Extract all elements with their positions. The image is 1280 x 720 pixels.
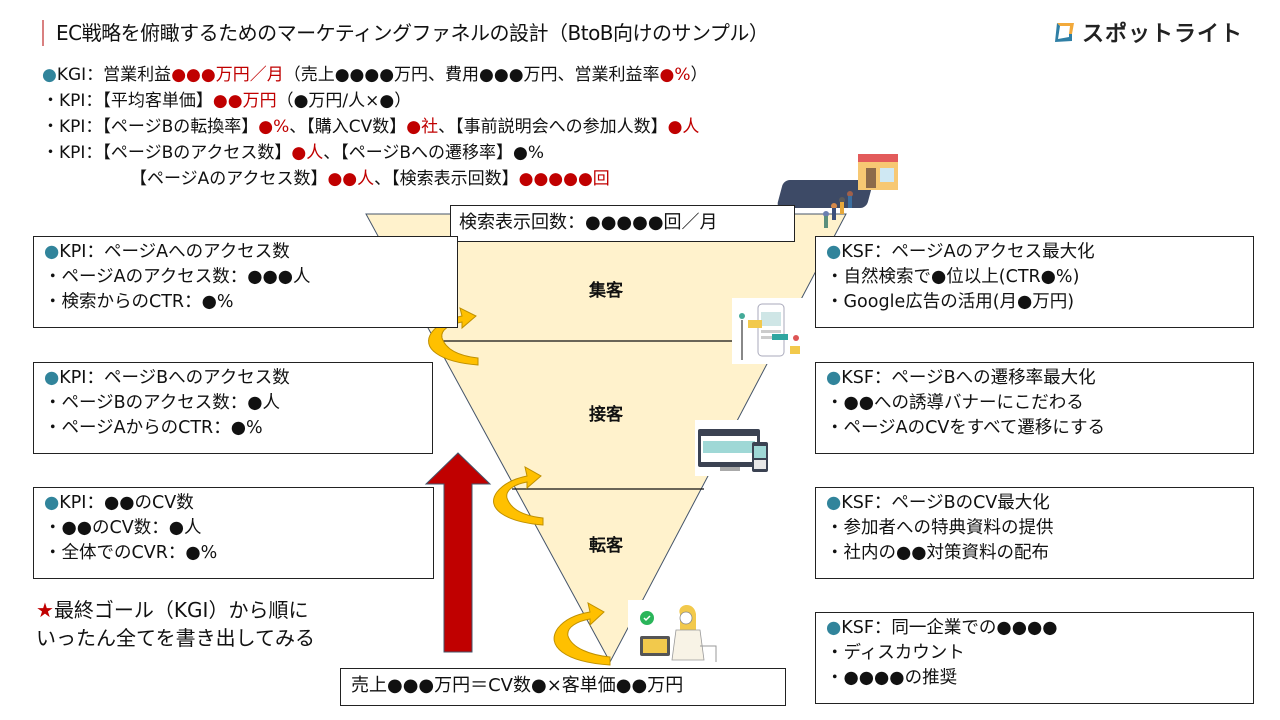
kpi-box-line: ・●●のCV数：●人 <box>44 518 202 538</box>
bullet-icon: ● <box>44 493 60 513</box>
online-shopping-woman-illustration <box>628 600 718 662</box>
ksf-box-line: ・●●●●の推奨 <box>826 668 958 688</box>
kpi-label: ・KPI：【ページBのアクセス数】 <box>42 143 292 163</box>
kpi-label: ・KPI：【ページBの転換率】 <box>42 117 259 137</box>
kgi-kpi-summary: ●KGI：営業利益●●●万円／月（売上●●●●万円、費用●●●万円、営業利益率●… <box>42 62 708 192</box>
kpi-value: ●人 <box>667 117 700 137</box>
bullet-icon: ● <box>826 493 842 513</box>
kpi-text: 、【事前説明会への参加人数】 <box>438 117 668 137</box>
ksf-box-line: ・参加者への特典資料の提供 <box>826 518 1054 538</box>
stage-label-conversion: 転客 <box>589 536 623 556</box>
kpi-box-page-b: ●KPI：ページBへのアクセス数 ・ページBのアクセス数：●人 ・ページAからの… <box>33 362 433 454</box>
kpi-text: 、【購入CV数】 <box>289 117 407 137</box>
gold-curved-arrow-2 <box>493 466 544 526</box>
kpi-value: ●社 <box>406 117 439 137</box>
kpi-line-4: 【ページAのアクセス数】●●人、【検索表示回数】●●●●●回 <box>42 166 708 192</box>
kgi-value: ●●●万円／月 <box>171 65 284 85</box>
ksf-box-line: ・ディスカウント <box>826 643 965 663</box>
kpi-box-line: ・ページAのアクセス数：●●●人 <box>44 267 311 287</box>
kgi-rate: ●% <box>659 65 691 85</box>
kpi-text: 、【検索表示回数】 <box>374 169 519 189</box>
ksf-box-title: KSF：ページBのCV最大化 <box>841 493 1050 513</box>
gold-curved-arrow-1 <box>428 307 479 366</box>
kpi-line-3: ・KPI：【ページBのアクセス数】●人、【ページBへの遷移率】●% <box>42 140 708 166</box>
stage-label-acquisition: 集客 <box>589 281 623 301</box>
ksf-box-line: ・ページAのCVをすべて遷移にする <box>826 418 1106 438</box>
kpi-value: ●●万円 <box>212 91 277 111</box>
storefront-queue-illustration <box>777 154 898 228</box>
kgi-label: KGI：営業利益 <box>56 65 172 85</box>
page-title: EC戦略を俯瞰するためのマーケティングファネルの設計（BtoB向けのサンプル） <box>42 20 769 46</box>
red-up-arrow <box>424 452 492 653</box>
ksf-box-title: KSF：同一企業での●●●● <box>841 618 1058 638</box>
kgi-detail-close: ） <box>690 65 708 85</box>
ksf-box-line: ・社内の●●対策資料の配布 <box>826 543 1050 563</box>
search-impressions-box: 検索表示回数：●●●●●回／月 <box>450 205 795 242</box>
kpi-box-line: ・ページAからのCTR：●% <box>44 418 263 438</box>
spotlight-logo-icon <box>1055 23 1074 42</box>
bullet-icon: ● <box>826 618 842 638</box>
smartphone-content-illustration <box>732 298 806 364</box>
logo-text: スポットライト <box>1082 22 1244 47</box>
kpi-box-title: KPI：●●のCV数 <box>59 493 194 513</box>
guidance-note: ★最終ゴール（KGI）から順に いったん全てを書き出してみる <box>36 596 315 652</box>
star-icon: ★ <box>36 598 54 622</box>
kgi-line: ●KGI：営業利益●●●万円／月（売上●●●●万円、費用●●●万円、営業利益率●… <box>42 62 708 88</box>
ksf-box-line: ・自然検索で●位以上(CTR●%) <box>826 267 1080 287</box>
kpi-value: ●人 <box>291 143 324 163</box>
ksf-box-same-company: ●KSF：同一企業での●●●● ・ディスカウント ・●●●●の推奨 <box>815 612 1254 704</box>
kpi-value: ●●●●●回 <box>518 169 610 189</box>
gold-curved-arrow-3 <box>553 602 611 666</box>
ksf-box-title: KSF：ページAのアクセス最大化 <box>841 242 1095 262</box>
kpi-suffix: （●万円/人×●） <box>276 91 412 111</box>
kpi-box-line: ・ページBのアクセス数：●人 <box>44 393 281 413</box>
kpi-box-title: KPI：ページAへのアクセス数 <box>59 242 290 262</box>
kpi-label: ・KPI：【平均客単価】 <box>42 91 213 111</box>
bullet-icon: ● <box>44 368 60 388</box>
revenue-formula-box: 売上●●●万円＝CV数●×客単価●●万円 <box>340 668 786 706</box>
kpi-box-title: KPI：ページBへのアクセス数 <box>59 368 290 388</box>
kpi-line-2: ・KPI：【ページBの転換率】●%、【購入CV数】●社、【事前説明会への参加人数… <box>42 114 708 140</box>
stage-label-engagement: 接客 <box>589 405 623 425</box>
kpi-text: 、【ページBへの遷移率】●% <box>323 143 545 163</box>
kpi-box-line: ・全体でのCVR：●% <box>44 543 218 563</box>
ksf-box-page-b-transition: ●KSF：ページBへの遷移率最大化 ・●●への誘導バナーにこだわる ・ページAの… <box>815 362 1254 454</box>
bullet-icon: ● <box>44 242 60 262</box>
ksf-box-line: ・Google広告の活用(月●万円) <box>826 292 1075 312</box>
ksf-box-page-a: ●KSF：ページAのアクセス最大化 ・自然検索で●位以上(CTR●%) ・Goo… <box>815 236 1254 328</box>
kpi-box-cv: ●KPI：●●のCV数 ・●●のCV数：●人 ・全体でのCVR：●% <box>33 487 434 579</box>
kgi-detail-open: （売上●●●●万円、費用●●●万円、営業利益率 <box>283 65 660 85</box>
kpi-box-page-a: ●KPI：ページAへのアクセス数 ・ページAのアクセス数：●●●人 ・検索からの… <box>33 236 458 328</box>
kpi-box-line: ・検索からのCTR：●% <box>44 292 234 312</box>
ksf-box-line: ・●●への誘導バナーにこだわる <box>826 393 1084 413</box>
note-line-2: いったん全てを書き出してみる <box>36 626 315 650</box>
bullet-icon: ● <box>826 368 842 388</box>
note-line-1: 最終ゴール（KGI）から順に <box>53 598 309 622</box>
kpi-value: ●●人 <box>327 169 375 189</box>
brand-logo: スポットライト <box>1052 16 1243 48</box>
kpi-label: 【ページAのアクセス数】 <box>130 169 328 189</box>
bullet-icon: ● <box>42 65 57 85</box>
desktop-mobile-illustration <box>695 420 775 476</box>
ksf-box-title: KSF：ページBへの遷移率最大化 <box>841 368 1096 388</box>
ksf-box-page-b-cv: ●KSF：ページBのCV最大化 ・参加者への特典資料の提供 ・社内の●●対策資料… <box>815 487 1254 579</box>
bullet-icon: ● <box>826 242 842 262</box>
kpi-line-1: ・KPI：【平均客単価】●●万円（●万円/人×●） <box>42 88 708 114</box>
kpi-value: ●% <box>258 117 290 137</box>
